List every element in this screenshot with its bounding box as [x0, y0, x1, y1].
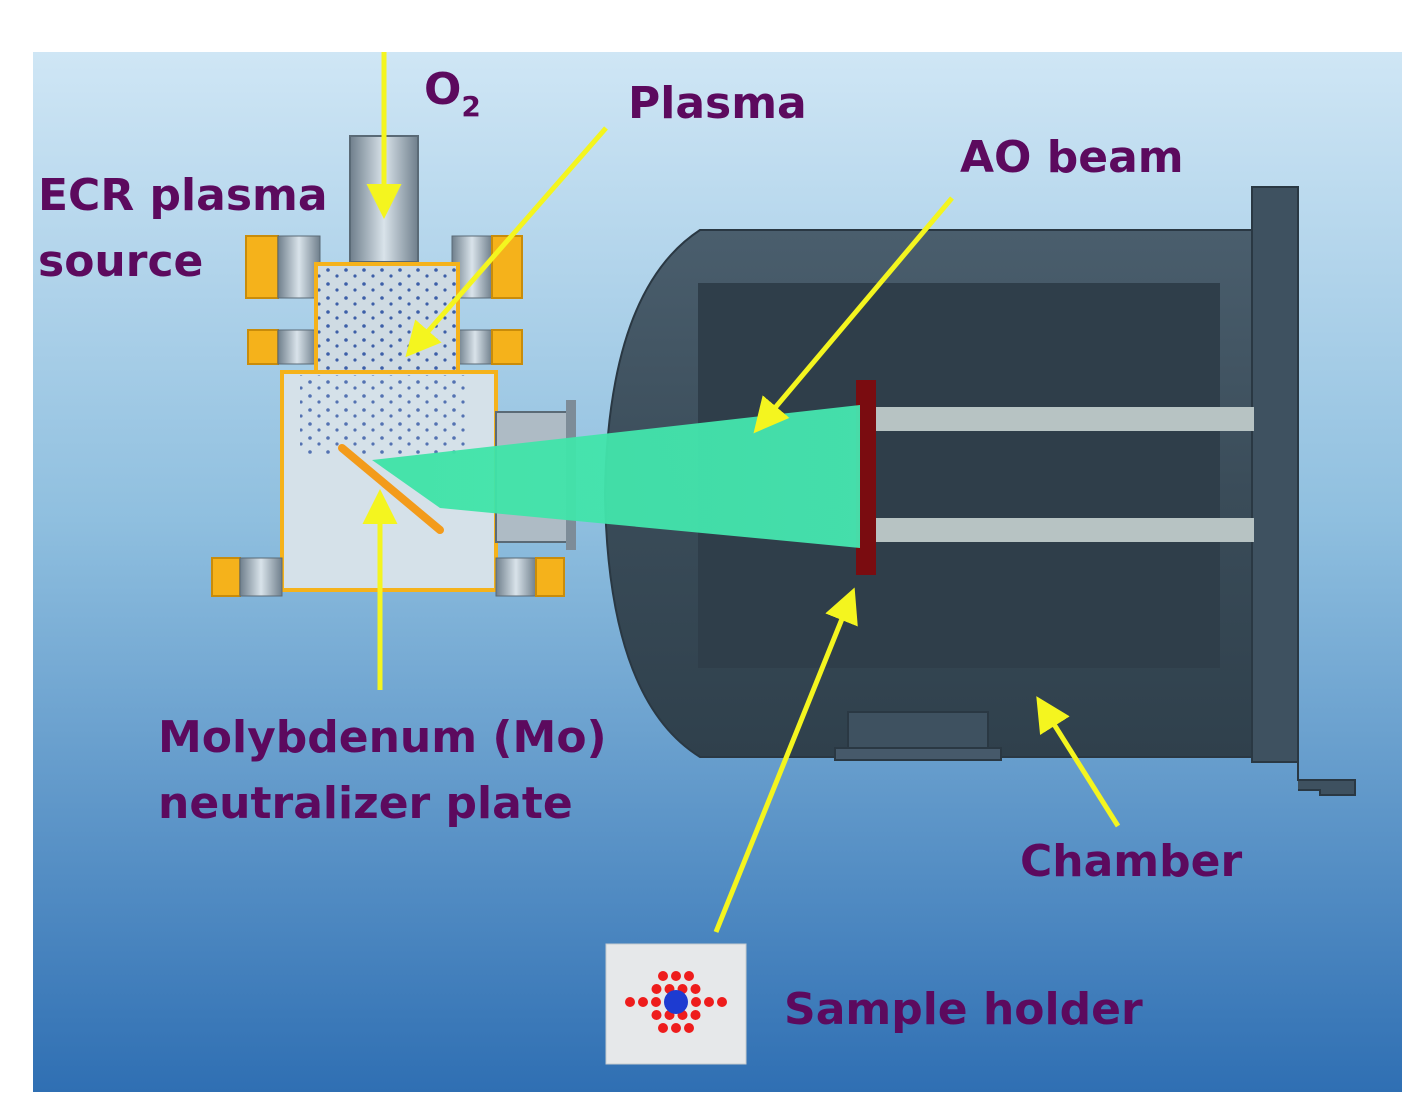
- sample-holder-hole: [671, 971, 681, 981]
- sample-holder-hole: [704, 997, 714, 1007]
- flange-upper-right: [491, 235, 523, 299]
- sample-holder-hole: [671, 1023, 681, 1033]
- sample-holder-hole: [651, 997, 661, 1007]
- arrow-sample-holder: [713, 587, 858, 933]
- sample-holder-hole: [690, 1010, 701, 1020]
- label-o2: O2: [424, 64, 481, 123]
- callout-arrows: [362, 52, 1121, 933]
- vacuum-chamber: [603, 186, 1356, 796]
- sample-holder-inset: [605, 943, 747, 1065]
- sample-holder-hole: [684, 1023, 694, 1033]
- flange-middle-right: [491, 329, 523, 365]
- holder-rod-lower: [872, 518, 1254, 542]
- sample-holder-hole: [690, 984, 701, 994]
- arrow-chamber: [1036, 696, 1121, 828]
- sample-plate: [856, 380, 876, 575]
- sample-holder-hole: [638, 997, 648, 1007]
- sample-holder-hole: [691, 997, 701, 1007]
- chamber-rear-flange: [1251, 186, 1299, 763]
- sample-holder-hole: [625, 997, 635, 1007]
- label-ao-beam: AO beam: [960, 132, 1184, 183]
- sample-holder-hole: [658, 971, 668, 981]
- flange-bottom-right: [535, 557, 565, 597]
- holder-rod-upper: [872, 407, 1254, 431]
- label-chamber: Chamber: [1020, 836, 1242, 887]
- label-sample-holder: Sample holder: [784, 984, 1143, 1035]
- label-plasma: Plasma: [628, 78, 807, 129]
- sample-holder-hole: [684, 971, 694, 981]
- ao-beam-cone: [372, 405, 860, 548]
- label-ecr-line1: ECR plasma: [38, 170, 328, 221]
- label-mo-line2: neutralizer plate: [158, 778, 573, 829]
- sample-holder-center-sample: [664, 990, 688, 1014]
- label-mo-line1: Molybdenum (Mo): [158, 712, 607, 763]
- sample-holder-hole: [658, 1023, 668, 1033]
- label-ecr-line2: source: [38, 236, 203, 287]
- chamber-bottom-port: [847, 711, 989, 753]
- arrow-ao-beam: [753, 196, 954, 434]
- arrow-plasma: [405, 126, 608, 358]
- sample-holder-hole: [651, 984, 662, 994]
- flange-middle-left: [247, 329, 279, 365]
- sample-holder-hole: [717, 997, 727, 1007]
- flange-upper-left: [245, 235, 279, 299]
- flange-bottom-left: [211, 557, 241, 597]
- sample-holder-hole: [651, 1010, 662, 1020]
